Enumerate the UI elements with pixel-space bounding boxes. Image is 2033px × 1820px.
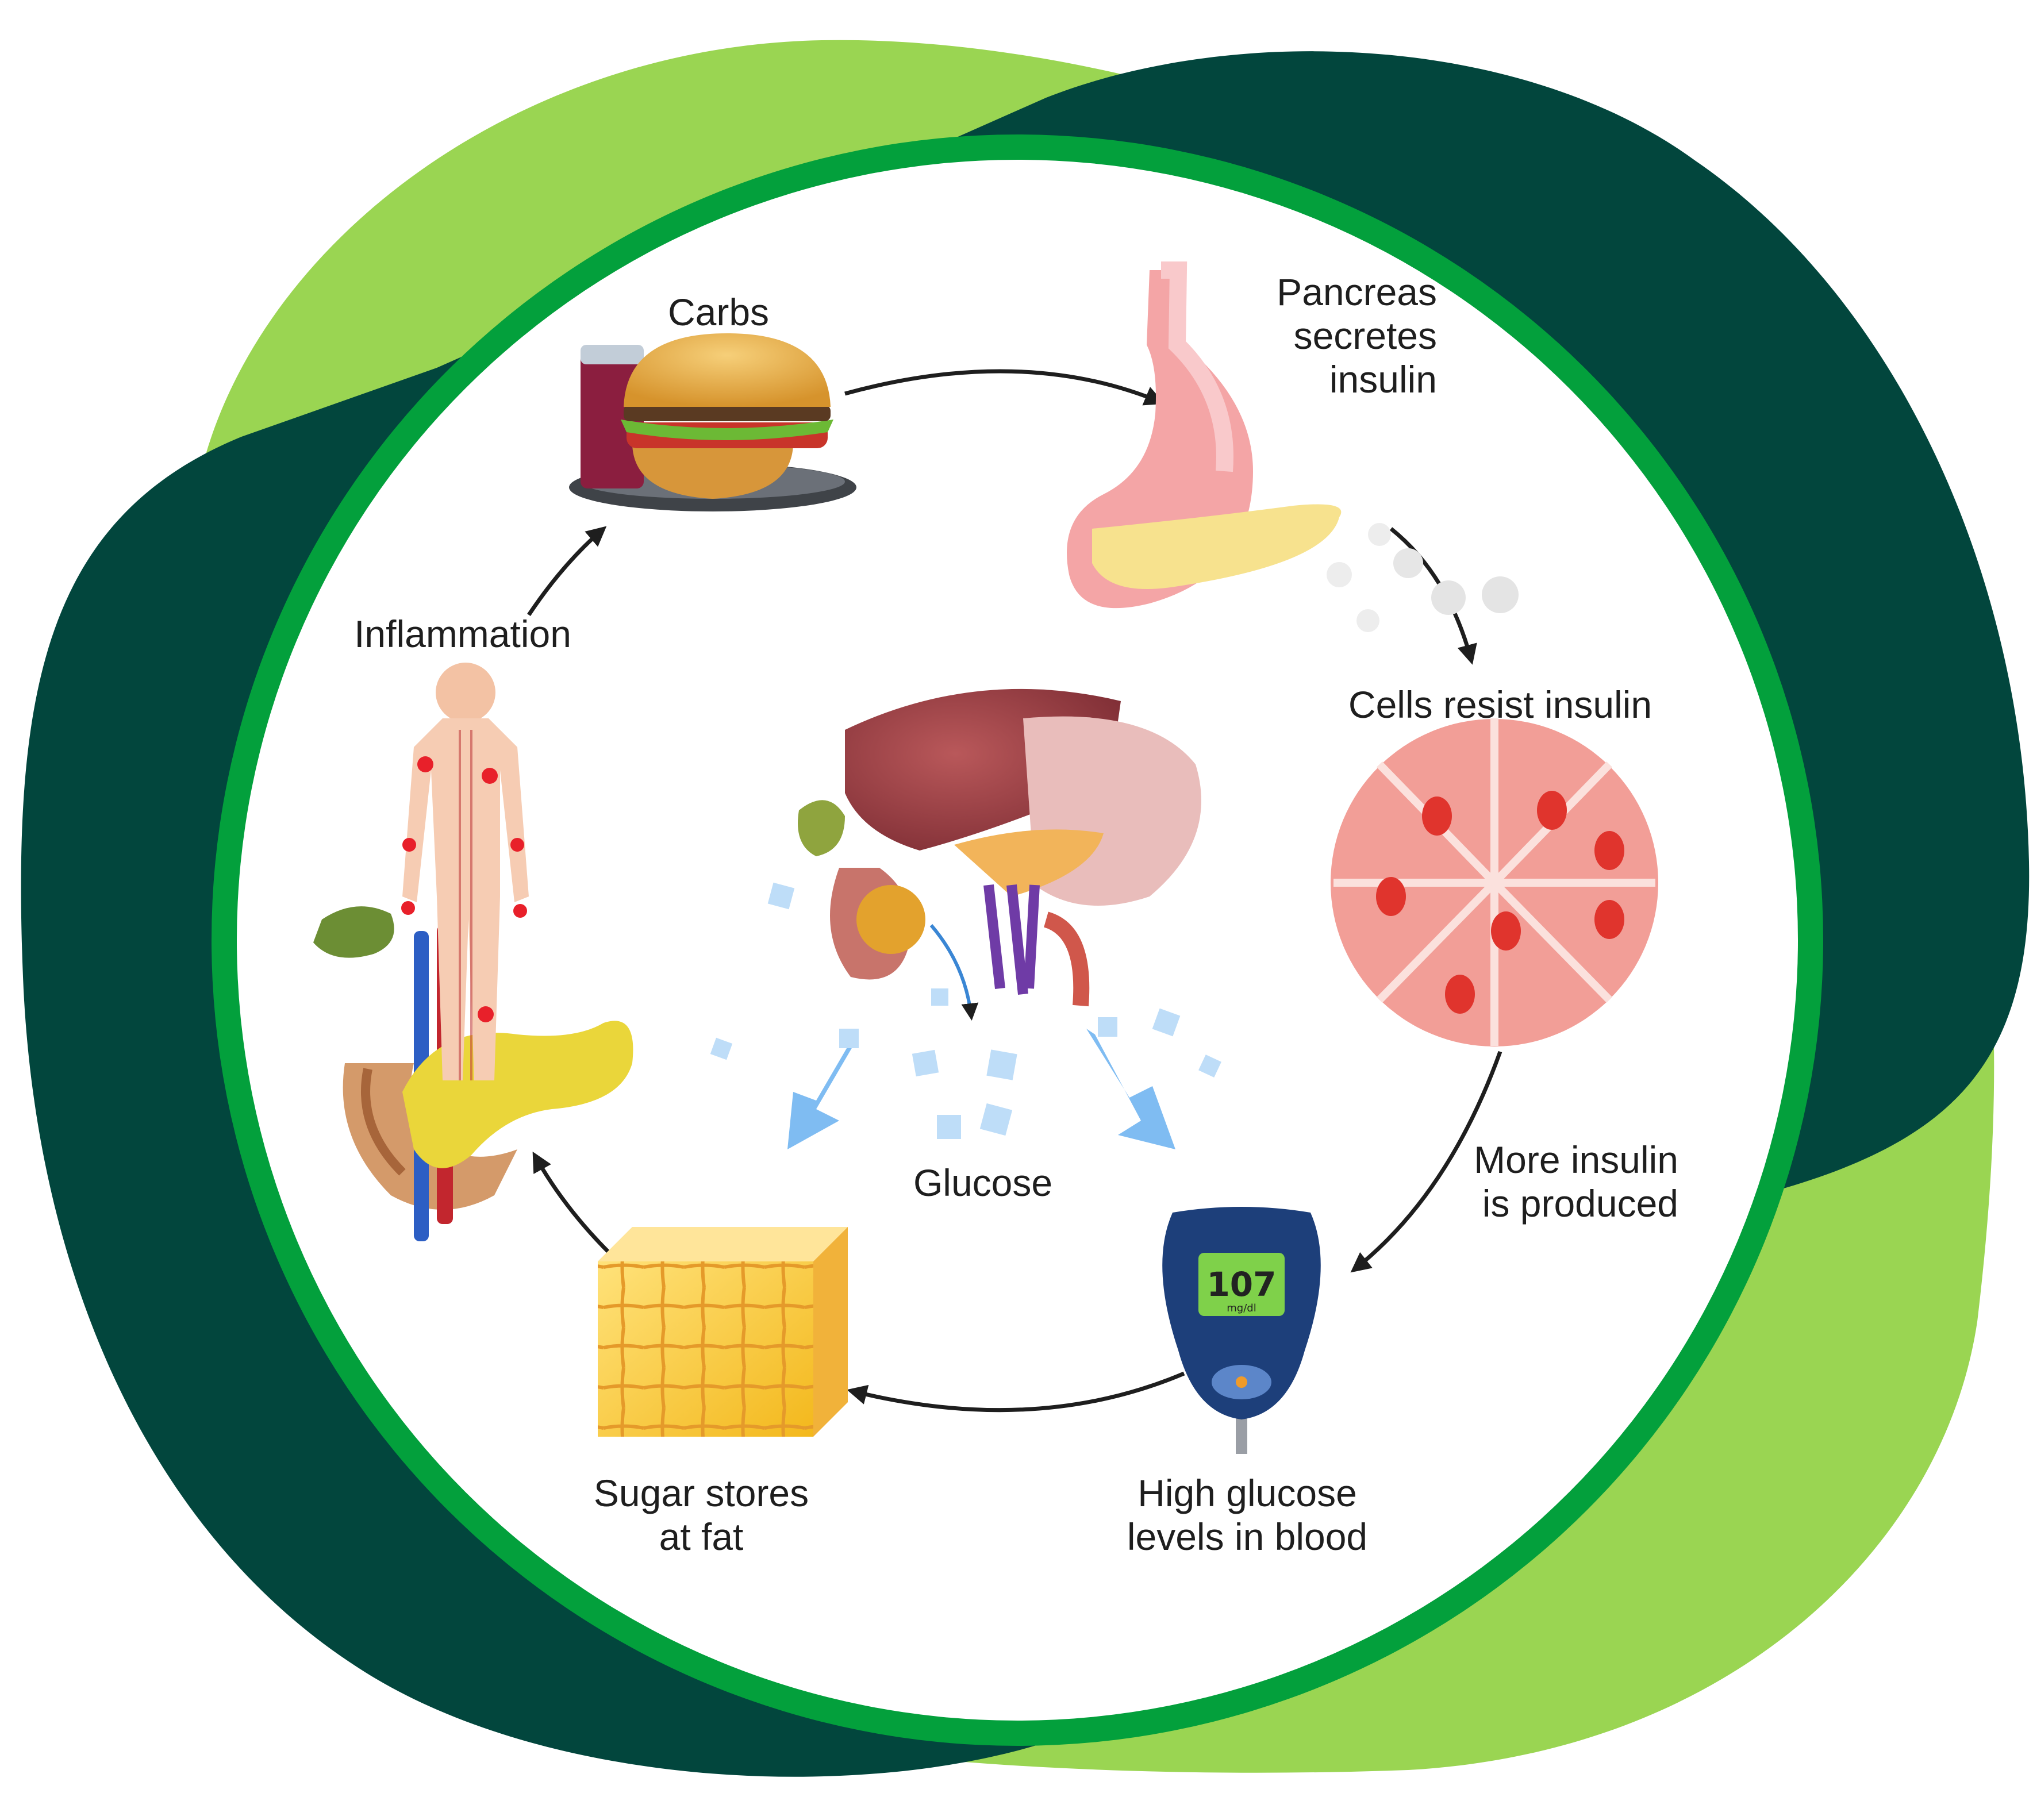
- glucose-arrow-right: [1086, 1029, 1175, 1149]
- stomach-pancreas-icon: [1067, 261, 1519, 632]
- arrow-cells-to-meter: [1350, 1051, 1502, 1273]
- glucose-meter-icon: 107 mg/dl: [1162, 1207, 1321, 1454]
- human-body-icon: [401, 663, 529, 1080]
- meter-reading: 107: [1206, 1265, 1276, 1304]
- glucose-arrow-left: [787, 1032, 856, 1149]
- liver-organs-icon: [798, 688, 1201, 1021]
- label-carbs: Carbs: [667, 291, 770, 333]
- label-sugar-stores-at-fat: Sugar stores at fat: [593, 1472, 809, 1558]
- glucose-flow: [710, 882, 1221, 1149]
- arrow-carbs-to-pancreas: [844, 369, 1165, 406]
- label-glucose: Glucose: [913, 1161, 1053, 1204]
- arrow-meter-to-fat: [847, 1371, 1185, 1413]
- cells-icon: [1331, 718, 1658, 1046]
- burger-icon: [569, 333, 856, 511]
- meter-unit: mg/dl: [1227, 1302, 1256, 1314]
- label-cells-resist-insulin: Cells resist insulin: [1348, 683, 1652, 726]
- arrow-fat-to-pancreas-organ: [532, 1151, 611, 1255]
- label-more-insulin-produced: More insulin is produced: [1474, 1138, 1678, 1225]
- arrow-inflammation-to-carbs: [527, 526, 607, 616]
- cycle-arrows: [527, 369, 1502, 1413]
- label-pancreas-secretes-insulin: Pancreas secretes insulin: [1277, 271, 1437, 401]
- fat-tissue-icon: [598, 1227, 848, 1437]
- label-inflammation: Inflammation: [354, 613, 571, 655]
- label-high-glucose: High glucose levels in blood: [1127, 1472, 1368, 1558]
